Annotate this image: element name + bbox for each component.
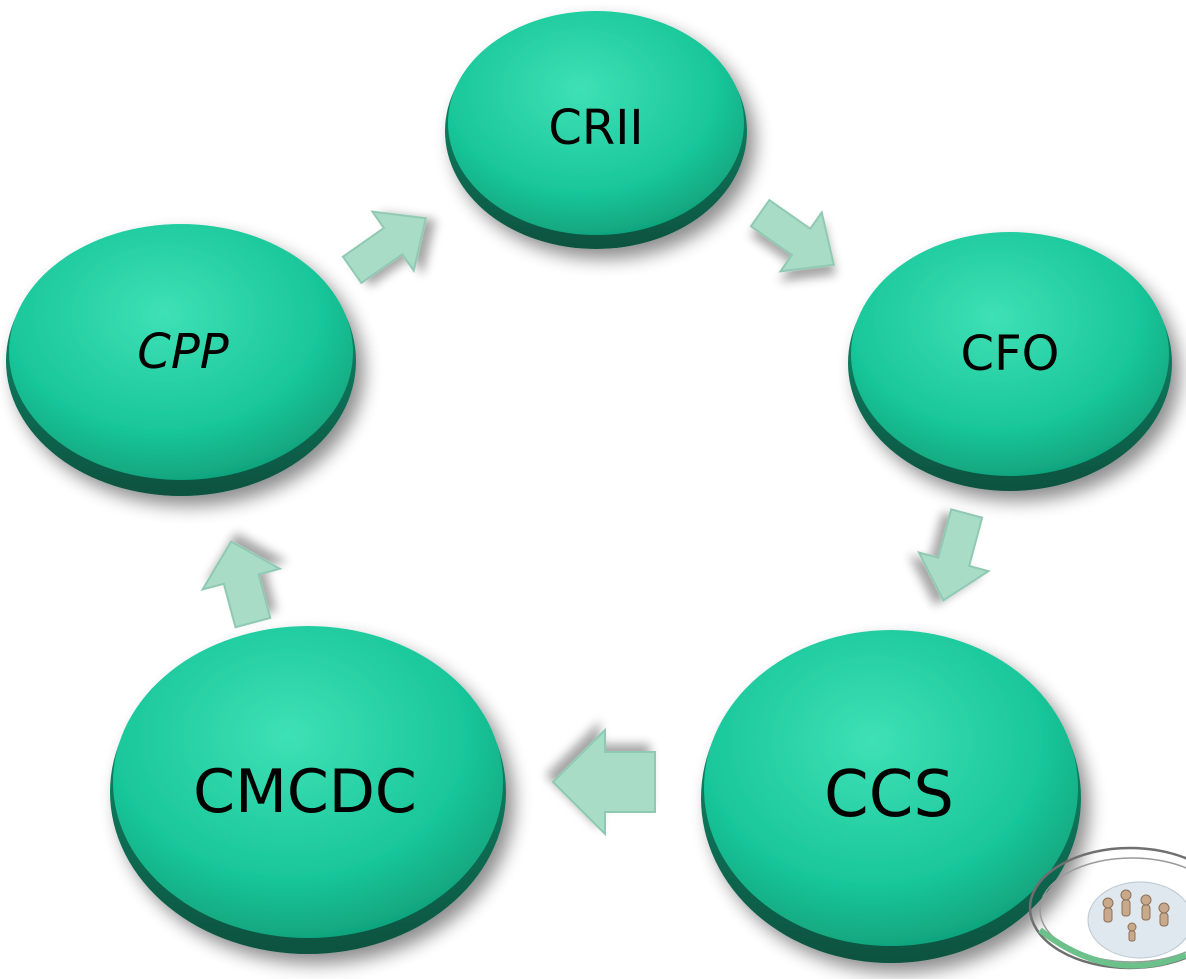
node-cfo: CFO	[848, 232, 1172, 491]
node-label-cpp: CPP	[137, 324, 228, 380]
arrow-cfo-to-ccs	[917, 508, 991, 602]
node-label-cmcdc: CMCDC	[193, 757, 417, 827]
node-criI: CRII	[445, 11, 747, 249]
node-ccs: CCS	[701, 630, 1081, 963]
community-logo	[1028, 846, 1186, 970]
node-label-cfo: CFO	[961, 326, 1060, 382]
node-label-criI: CRII	[548, 100, 643, 156]
arrow-cpp-to-criI	[341, 210, 428, 285]
arrow-criI-to-cfo	[749, 198, 836, 273]
node-cmcdc: CMCDC	[110, 626, 506, 954]
node-label-ccs: CCS	[824, 758, 954, 832]
node-cpp: CPP	[6, 224, 356, 496]
arrow-cmcdc-to-cpp	[200, 540, 283, 629]
arrow-ccs-to-cmcdc	[551, 727, 656, 837]
